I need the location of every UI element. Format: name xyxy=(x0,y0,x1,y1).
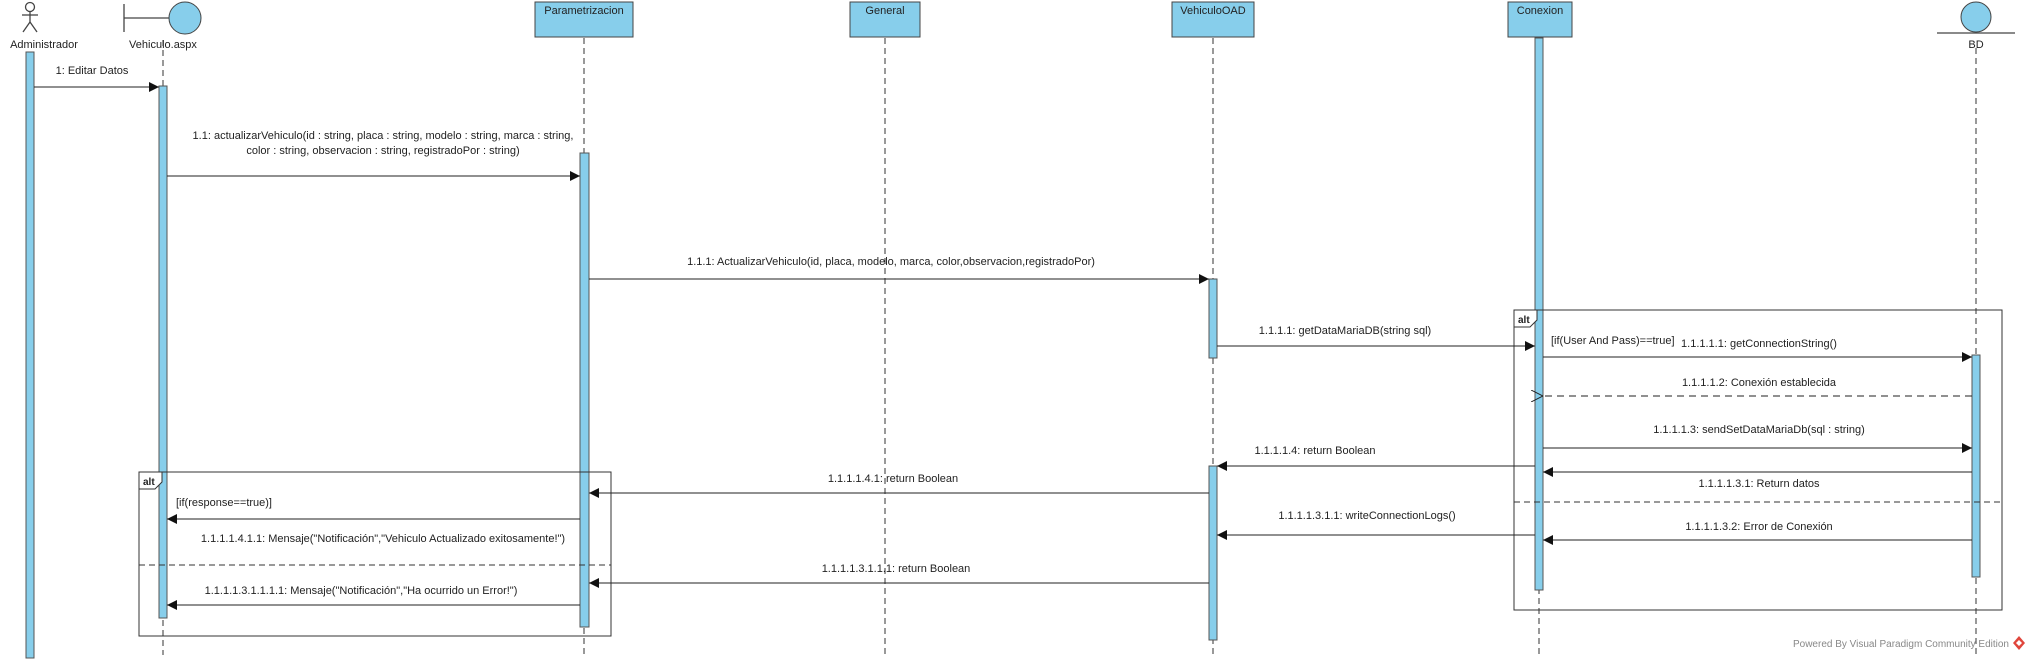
activation-parametrizacion xyxy=(579,152,590,628)
alt-fragment-conexion-tab xyxy=(1513,309,1538,328)
participant-bd: BD xyxy=(1968,39,1983,51)
message-label: 1.1.1.1.3.1.1.1.1: Mensaje("Notificación… xyxy=(205,585,518,597)
powered-by-watermark: Powered By Visual Paradigm Community Edi… xyxy=(1793,639,2009,650)
message-label: 1.1.1.1.4: return Boolean xyxy=(1254,445,1375,457)
alt-fragment-response-tab xyxy=(138,471,163,490)
message-label: 1: Editar Datos xyxy=(56,65,129,77)
participant-vehiculooad: VehiculoOAD xyxy=(1180,5,1245,17)
message-label: 1.1.1.1.3: sendSetDataMariaDb(sql : stri… xyxy=(1653,424,1865,436)
alt-label-response: alt xyxy=(143,477,155,488)
message-label: 1.1.1.1.2: Conexión establecida xyxy=(1682,377,1837,389)
participant-box-general xyxy=(849,1,921,38)
participant-box-parametrizacion xyxy=(534,1,634,38)
alt-fragment-conexion xyxy=(1513,309,2003,611)
message-label: color : string, observacion : string, re… xyxy=(246,145,519,157)
activation-vehiculo xyxy=(158,85,168,619)
message-label: 1.1: actualizarVehiculo(id : string, pla… xyxy=(193,130,574,142)
participant-box-conexion xyxy=(1507,1,1573,38)
entity-icon xyxy=(1937,1,2015,34)
message-label: 1.1.1.1.3.1: Return datos xyxy=(1698,478,1820,490)
message-label: 1.1.1.1.3.2: Error de Conexión xyxy=(1685,521,1832,533)
participant-vehiculo-aspx: Vehiculo.aspx xyxy=(129,39,197,51)
participant-conexion: Conexion xyxy=(1517,5,1563,17)
guard-response: [if(response==true)] xyxy=(176,497,272,509)
participant-box-vehiculooad xyxy=(1171,1,1255,38)
activation-vehiculooad-1 xyxy=(1208,278,1218,359)
message-label: 1.1.1.1.3.1.1: writeConnectionLogs() xyxy=(1278,510,1455,522)
participant-administrador: Administrador xyxy=(10,39,78,51)
actor-administrador xyxy=(22,1,38,33)
visual-paradigm-logo-icon xyxy=(2013,636,2025,650)
activation-vehiculooad-2 xyxy=(1208,465,1218,641)
participant-parametrizacion: Parametrizacion xyxy=(544,5,623,17)
message-label: 1.1.1.1: getDataMariaDB(string sql) xyxy=(1259,325,1431,337)
guard-user-pass: [if(User And Pass)==true] xyxy=(1551,335,1675,347)
activation-bd xyxy=(1971,354,1981,578)
message-label: 1.1.1.1.4.1: return Boolean xyxy=(828,473,958,485)
message-label: 1.1.1.1.3.1.1.1: return Boolean xyxy=(822,563,971,575)
alt-fragment-response xyxy=(138,471,612,637)
activation-administrador xyxy=(25,51,35,659)
message-label: 1.1.1.1.4.1.1: Mensaje("Notificación","V… xyxy=(201,533,565,545)
boundary-icon xyxy=(123,1,202,35)
alt-label-conexion: alt xyxy=(1518,315,1530,326)
message-label: 1.1.1.1.1: getConnectionString() xyxy=(1681,338,1837,350)
participant-general: General xyxy=(865,5,904,17)
message-label: 1.1.1: ActualizarVehiculo(id, placa, mod… xyxy=(687,256,1095,268)
